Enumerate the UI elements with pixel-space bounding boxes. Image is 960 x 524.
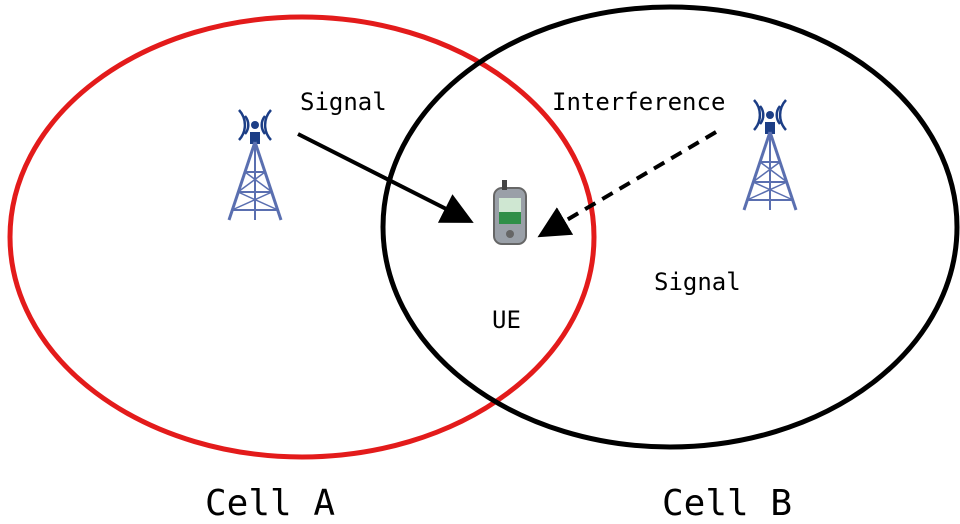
- ue-label: UE: [492, 306, 521, 334]
- signal-a-label: Signal: [300, 88, 387, 116]
- cell-a-label: Cell A: [205, 483, 335, 524]
- signal-b-label: Signal: [654, 268, 741, 296]
- cell-b-boundary: [380, 4, 960, 450]
- interference-label: Interference: [552, 88, 725, 116]
- cell-b-label: Cell B: [662, 483, 792, 524]
- cell-a-boundary: [7, 14, 597, 460]
- cell-tower-a-icon: [227, 108, 283, 222]
- interference-arrow: [537, 130, 718, 238]
- signal-arrow-a: [297, 132, 474, 223]
- cell-tower-b-icon: [742, 98, 798, 212]
- ue-phone-icon: [493, 179, 527, 245]
